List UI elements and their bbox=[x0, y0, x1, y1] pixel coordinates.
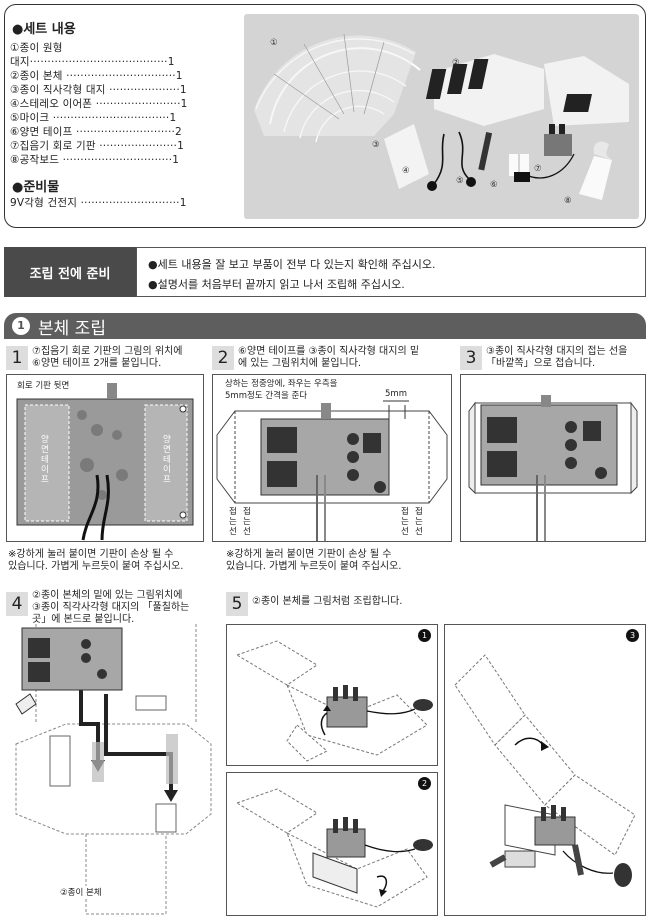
set-item: ⑧공작보드 ·······························1 bbox=[10, 154, 180, 166]
set-contents-box bbox=[4, 4, 646, 228]
photo-label: ⑧ bbox=[564, 196, 572, 206]
note-line: ※강하게 눌러 붙이면 기판이 손상 될 수 bbox=[226, 549, 392, 560]
step-2-figure: 상하는 정중앙에, 좌우는 우측을 5mm정도 간격을 준다 5mm 접는선 접… bbox=[212, 374, 452, 542]
figure-caption: 5mm정도 간격을 준다 bbox=[225, 391, 308, 401]
set-item: ⑥양면 테이프 ····························2 bbox=[10, 126, 182, 138]
step-1-number: 1 bbox=[6, 346, 28, 370]
figure-caption: 상하는 정중앙에, 좌우는 우측을 bbox=[225, 379, 338, 389]
note-line: 있습니다. 가볍게 누르듯이 붙여 주십시오. bbox=[8, 561, 184, 572]
prep-label: 조립 전에 준비 bbox=[4, 247, 136, 297]
photo-label: ⑥ bbox=[490, 180, 498, 190]
set-item: ②종이 본체 ·······························1 bbox=[10, 70, 183, 82]
step-3-text: ③종이 직사각형 대지의 접는 선을 「바깥쪽」으로 접습니다. bbox=[486, 346, 627, 370]
fold-line-label: 접는선 bbox=[415, 507, 423, 537]
figure-caption: 회로 기판 뒷면 bbox=[17, 381, 70, 391]
tape-label-right: 양면테이프 bbox=[163, 435, 171, 485]
set-item: ①종이 원형 bbox=[10, 42, 63, 54]
photo-label: ④ bbox=[402, 166, 410, 176]
set-item: 대지······································… bbox=[10, 56, 175, 68]
set-contents-photo: ① ② ③ ④ ⑤ ⑥ ⑦ ⑧ bbox=[244, 14, 639, 219]
step-3-figure bbox=[460, 374, 646, 542]
set-item: ⑦집음기 회로 기판 ······················1 bbox=[10, 140, 184, 152]
step-text-line: 곳」에 본드로 붙입니다. bbox=[32, 614, 135, 625]
prep-box bbox=[136, 247, 646, 297]
note-line: 있습니다. 가볍게 누르듯이 붙여 주십시오. bbox=[226, 561, 402, 572]
step-4-number: 4 bbox=[6, 592, 28, 616]
tape-label-left: 양면테이프 bbox=[41, 435, 49, 485]
dimension-label: 5mm bbox=[385, 389, 407, 399]
fold-line-label: 접는선 bbox=[229, 507, 237, 537]
set-title: ●세트 내용 bbox=[12, 22, 76, 37]
step-5-text: ②종이 본체를 그림처럼 조립합니다. bbox=[252, 596, 403, 607]
step-1-note: ※강하게 눌러 붙이면 기판이 손상 될 수 있습니다. 가볍게 누르듯이 붙여… bbox=[8, 549, 183, 573]
note-line: ※강하게 눌러 붙이면 기판이 손상 될 수 bbox=[8, 549, 174, 560]
photo-label: ① bbox=[270, 38, 278, 48]
step-4-text: ②종이 본체의 밑에 있는 그림위치에 ③종이 직각사각형 대지의 「풀칠하는 … bbox=[32, 590, 189, 626]
step-1-text: ⑦집음기 회로 기판의 그림의 위치에 ⑥양면 테이프 2개를 붙입니다. bbox=[32, 346, 182, 370]
step-text-line: ⑥양면 테이프를 ③종이 직사각형 대지의 밑 bbox=[238, 346, 420, 357]
prep-item: ●설명서를 처음부터 끝까지 읽고 나서 조립해 주십시오. bbox=[148, 278, 405, 291]
step-5-panel-2: 2 bbox=[226, 772, 438, 916]
fold-line-label: 접는선 bbox=[401, 507, 409, 537]
step-text-line: 「바깥쪽」으로 접습니다. bbox=[486, 358, 596, 369]
step-3-number: 3 bbox=[460, 346, 482, 370]
step-1-figure: 회로 기판 뒷면 양면테이프 양면테이프 bbox=[6, 374, 204, 542]
step-text-line: ③종이 직각사각형 대지의 「풀칠하는 bbox=[32, 602, 190, 613]
set-item: ④스테레오 이어폰 ························1 bbox=[10, 98, 188, 110]
photo-label: ⑤ bbox=[456, 176, 464, 186]
set-item-list: ①종이 원형 대지·······························… bbox=[10, 40, 240, 166]
set-item: ③종이 직사각형 대지 ····················1 bbox=[10, 84, 187, 96]
paper-body-label: ②종이 본체 bbox=[58, 886, 104, 898]
section-number-icon: 1 bbox=[12, 317, 30, 335]
prep-materials-title: ●준비물 bbox=[12, 180, 60, 195]
panel-number-icon: 2 bbox=[418, 777, 431, 790]
step-text-line: ⑥양면 테이프 2개를 붙입니다. bbox=[32, 358, 162, 369]
panel-number-icon: 1 bbox=[418, 629, 431, 642]
step-4-figure: ②종이 본체 bbox=[6, 624, 218, 916]
prep-item: ●세트 내용을 잘 보고 부품이 전부 다 있는지 확인해 주십시오. bbox=[148, 258, 436, 271]
step-2-number: 2 bbox=[212, 346, 234, 370]
step-text-line: ③종이 직사각형 대지의 접는 선을 bbox=[486, 346, 628, 357]
step-text-line: ⑦집음기 회로 기판의 그림의 위치에 bbox=[32, 346, 183, 357]
section-title: 본체 조립 bbox=[38, 319, 106, 339]
step-text-line: ②종이 본체의 밑에 있는 그림위치에 bbox=[32, 590, 183, 601]
section-banner: 1 본체 조립 bbox=[4, 313, 646, 339]
fold-line-label: 접는선 bbox=[243, 507, 251, 537]
step-5-panel-1: 1 bbox=[226, 624, 438, 766]
set-item: ⑤마이크 ·································1 bbox=[10, 112, 177, 124]
photo-label: ⑦ bbox=[534, 164, 542, 174]
panel-number-icon: 3 bbox=[626, 629, 639, 642]
prep-materials-item: 9V각형 건전지 ····························1 bbox=[10, 197, 187, 209]
step-5-number: 5 bbox=[226, 592, 248, 616]
step-2-note: ※강하게 눌러 붙이면 기판이 손상 될 수 있습니다. 가볍게 누르듯이 붙여… bbox=[226, 549, 401, 573]
step-text-line: 에 있는 그림위치에 붙입니다. bbox=[238, 358, 362, 369]
step-5-panel-3: 3 bbox=[444, 624, 646, 916]
photo-label: ② bbox=[452, 58, 460, 68]
step-2-text: ⑥양면 테이프를 ③종이 직사각형 대지의 밑 에 있는 그림위치에 붙입니다. bbox=[238, 346, 419, 370]
photo-label: ③ bbox=[372, 140, 380, 150]
